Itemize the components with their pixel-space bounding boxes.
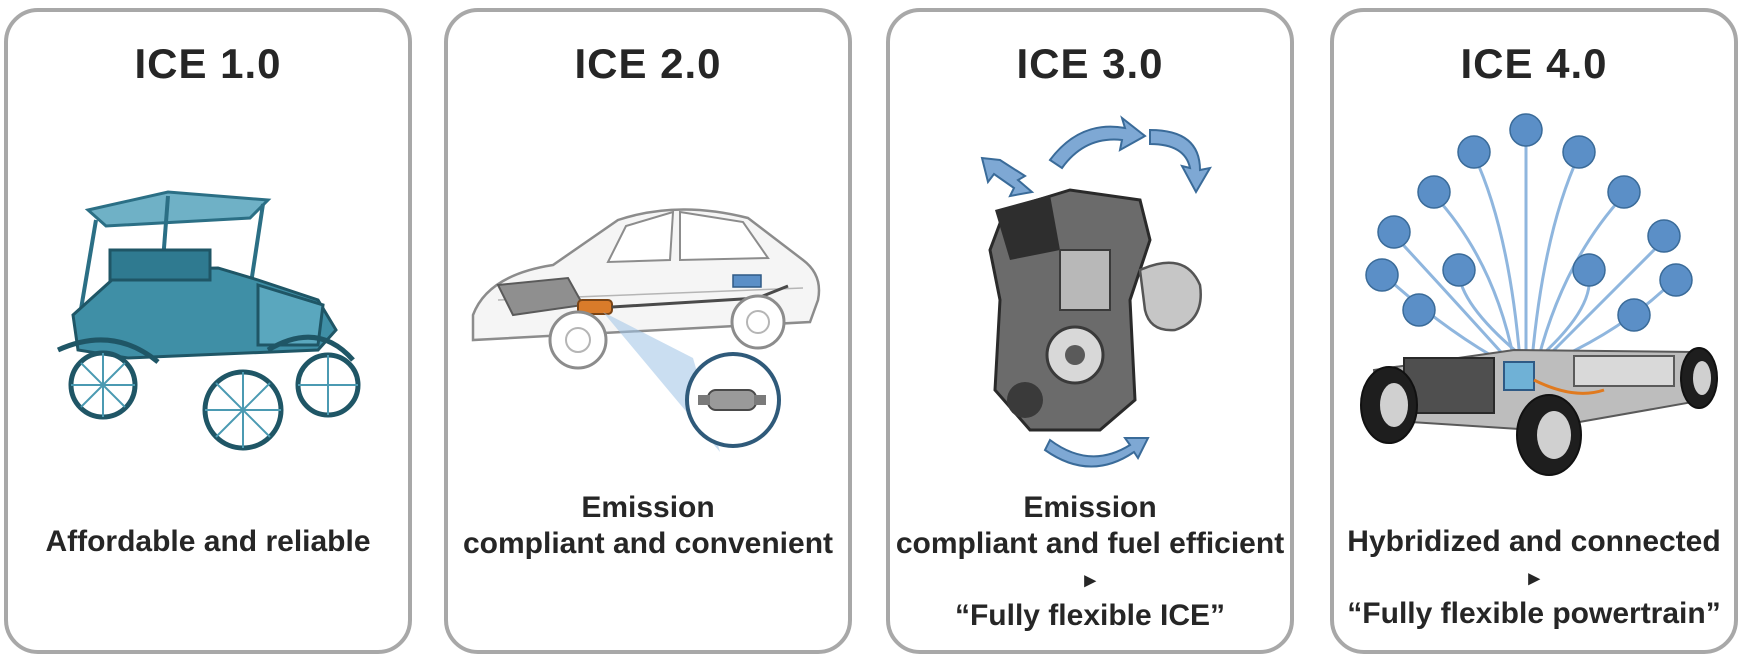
card-title: ICE 1.0	[134, 40, 282, 87]
card-ice-4: ICE 4.0	[1330, 8, 1738, 654]
card-ice-1: ICE 1.0	[4, 8, 412, 654]
caret-right-icon: ▸	[1528, 565, 1540, 590]
card-caption: Hybridized and connected ▸ “Fully flexib…	[1334, 524, 1734, 632]
card-title: ICE 2.0	[574, 40, 722, 87]
card-ice-2: ICE 2.0 Emissi	[444, 8, 852, 654]
vintage-car-icon	[56, 190, 361, 451]
connected-hybrid-chassis-icon	[1360, 113, 1718, 476]
card-title: ICE 3.0	[1016, 40, 1164, 87]
card-title: ICE 4.0	[1460, 40, 1608, 87]
engine-cutaway-icon	[980, 115, 1212, 468]
car-catalytic-converter-icon	[471, 208, 821, 452]
caret-right-icon: ▸	[1084, 567, 1096, 592]
card-caption: Emission compliant and fuel efficient ▸ …	[890, 490, 1290, 634]
tagline: “Fully flexible powertrain”	[1347, 597, 1721, 630]
card-caption: Emission compliant and convenient	[462, 491, 834, 560]
card-ice-3: ICE 3.0 Emission compliant and fuel effi…	[886, 8, 1294, 654]
tagline: “Fully flexible ICE”	[954, 599, 1226, 632]
card-caption: Affordable and reliable	[45, 525, 371, 558]
